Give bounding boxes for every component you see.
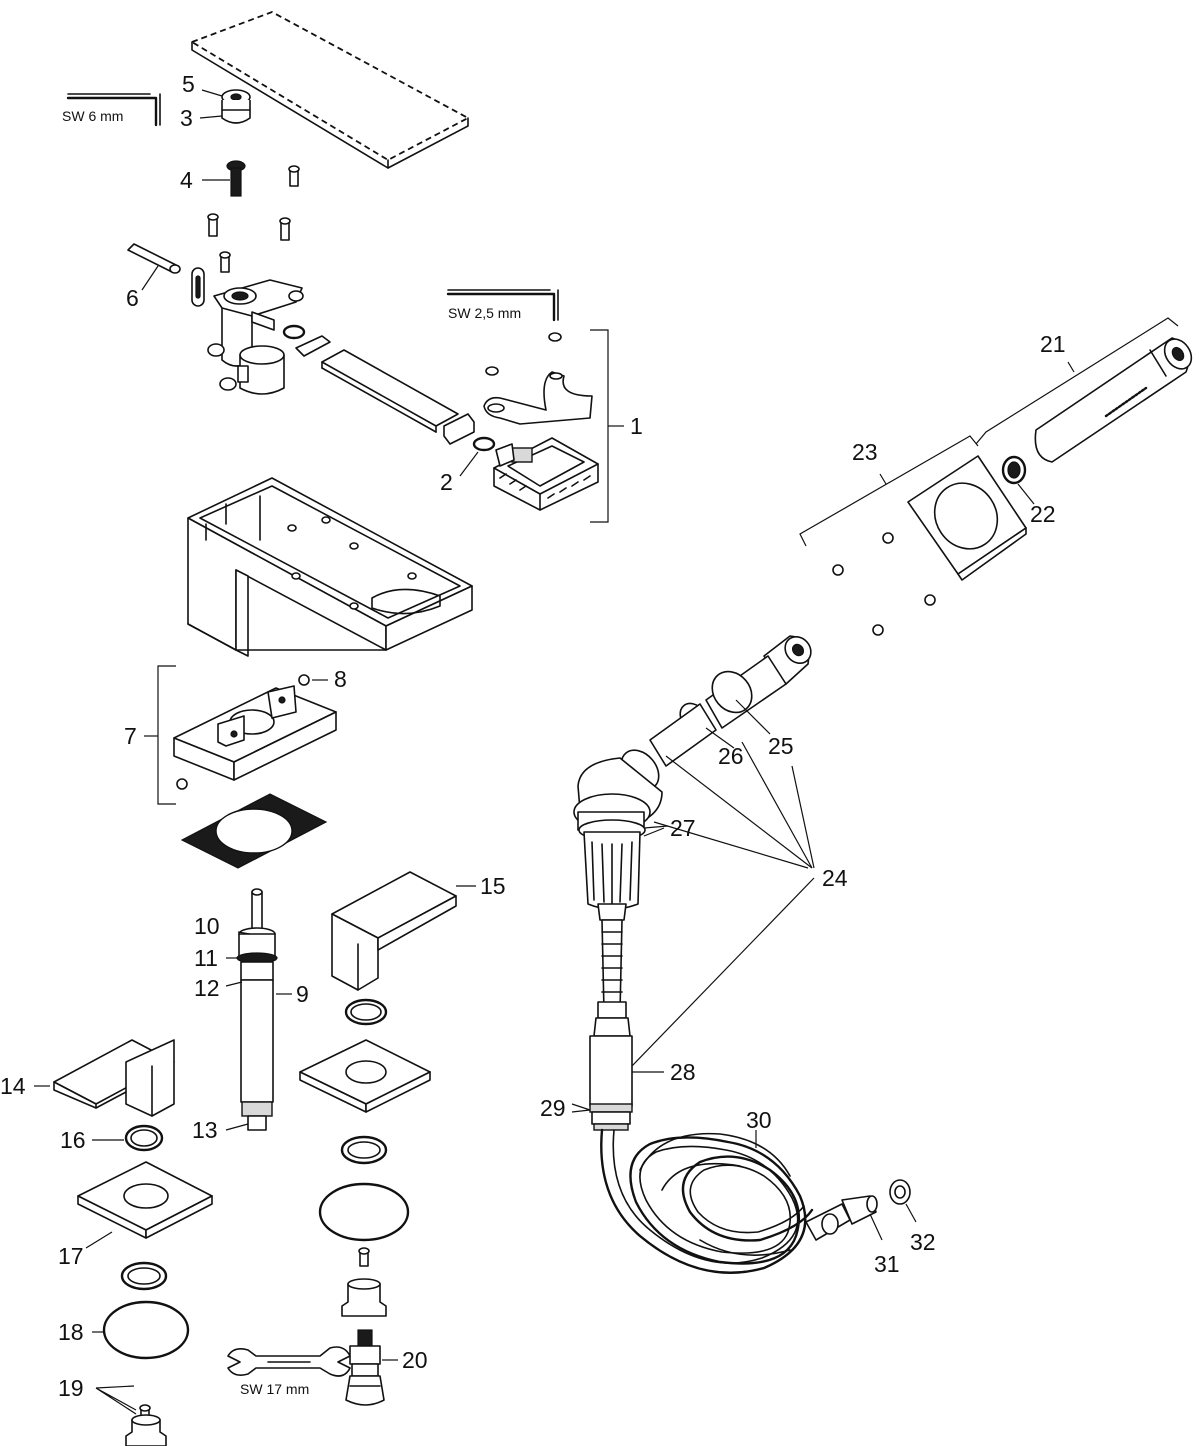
label-31: 31: [874, 1251, 900, 1277]
label-21: 21: [1040, 331, 1066, 357]
connector-assembly: [573, 635, 812, 921]
label-30: 30: [746, 1107, 772, 1133]
part-22-seal: [1001, 455, 1027, 485]
label-17: 17: [58, 1243, 84, 1269]
label-5: 5: [182, 71, 195, 97]
label-27: 27: [670, 815, 696, 841]
allen-key-icon: [446, 289, 559, 322]
coiled-hose: [600, 1128, 878, 1274]
label-25: 25: [768, 733, 794, 759]
label-11: 11: [194, 945, 218, 971]
part-number-labels: 5 3 4 6 1 2 8 7 15 10 11 12 9 14 13 16 1…: [0, 71, 1066, 1401]
channel-clip: [443, 413, 475, 445]
label-22: 22: [1030, 501, 1056, 527]
label-1: 1: [630, 413, 643, 439]
valve-20: [345, 1329, 385, 1406]
screw-top-sw25: [485, 332, 562, 376]
filter-cage: [493, 437, 599, 511]
mounting-plate: [173, 685, 337, 781]
label-4: 4: [180, 167, 193, 193]
label-24: 24: [822, 865, 848, 891]
group-bracket-21: [975, 317, 1179, 445]
main-housing: [187, 477, 473, 657]
label-20: 20: [402, 1347, 428, 1373]
tool-note-sw6: SW 6 mm: [62, 108, 123, 124]
water-channel: [321, 349, 459, 433]
label-3: 3: [180, 105, 193, 131]
allen-key-icon: [66, 93, 161, 127]
label-6: 6: [126, 285, 139, 311]
tool-note-sw17: SW 17 mm: [240, 1381, 309, 1397]
label-19: 19: [58, 1375, 84, 1401]
small-screws: [207, 165, 300, 273]
diverter-body: [207, 279, 304, 395]
glass-cover-plate: [189, 11, 470, 169]
group-bracket-1: [590, 329, 624, 523]
label-23: 23: [852, 439, 878, 465]
label-14: 14: [0, 1073, 26, 1099]
right-valve-trim: [299, 998, 431, 1317]
label-2: 2: [440, 469, 453, 495]
label-26: 26: [718, 743, 744, 769]
bracket-plate: [483, 371, 593, 425]
group-bracket-7: [144, 665, 176, 805]
label-18: 18: [58, 1319, 84, 1345]
part-2-seal: [472, 436, 496, 452]
part-8-nut: [176, 674, 310, 790]
cartridge-stem: [236, 888, 278, 1131]
label-8: 8: [334, 666, 347, 692]
o-rings-small: [282, 324, 331, 357]
wall-holder-screws: [832, 532, 936, 636]
part-6-pin: [127, 243, 181, 274]
hose-upper: [589, 919, 633, 1131]
label-32: 32: [910, 1229, 936, 1255]
label-12: 12: [194, 975, 220, 1001]
part-4-screw: [226, 160, 246, 197]
left-valve-trim: [77, 1124, 213, 1446]
label-15: 15: [480, 873, 506, 899]
label-28: 28: [670, 1059, 696, 1085]
label-13: 13: [192, 1117, 218, 1143]
part-5-3-insert: [221, 89, 251, 124]
label-29: 29: [540, 1095, 566, 1121]
clip: [191, 267, 205, 307]
label-7: 7: [124, 723, 137, 749]
leader-24: [631, 741, 815, 1067]
open-end-wrench-icon: [227, 1346, 351, 1377]
label-16: 16: [60, 1127, 86, 1153]
group-bracket-23: [799, 435, 979, 547]
label-10: 10: [194, 913, 220, 939]
handle-15: [331, 871, 457, 991]
wall-holder-plate: [907, 455, 1027, 581]
gasket: [180, 793, 328, 869]
part-32-nut: [889, 1179, 911, 1205]
hand-shower: [1034, 337, 1193, 463]
handle-14: [53, 1039, 175, 1117]
tool-note-sw2-5: SW 2,5 mm: [448, 305, 521, 321]
label-9: 9: [296, 981, 309, 1007]
